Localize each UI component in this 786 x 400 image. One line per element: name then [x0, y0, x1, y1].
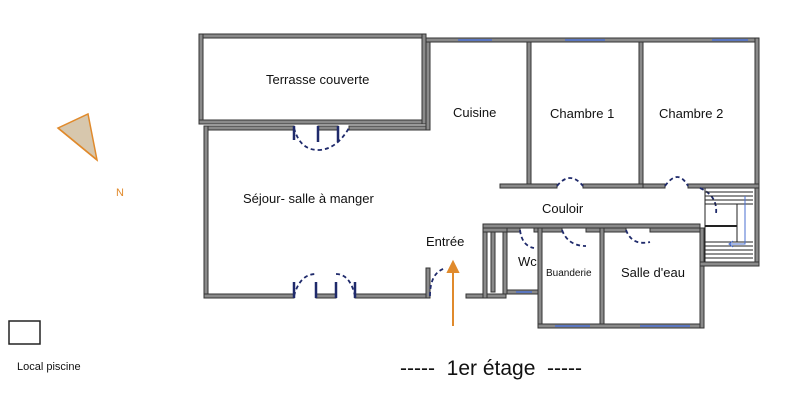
room-label-cuisine: Cuisine	[453, 105, 496, 120]
wall-buanderie-top-left	[541, 227, 563, 233]
wall-chambre1-chambre2	[638, 41, 644, 189]
wall-wc-right	[537, 227, 543, 329]
room-label-chambre2: Chambre 2	[659, 106, 723, 121]
wall-sejour-left	[203, 125, 209, 299]
room-label-terrasse: Terrasse couverte	[266, 72, 369, 87]
door-entree	[429, 267, 447, 297]
wall-placard-left	[490, 231, 496, 293]
compass-needle	[57, 127, 98, 161]
wall-wc-top	[506, 227, 521, 233]
wall-placard-right	[502, 231, 508, 295]
room-label-wc: Wc	[518, 254, 537, 269]
legend: Local piscine	[8, 320, 81, 373]
wall-cuisine-bottom	[499, 183, 558, 189]
wall-right-outer	[754, 37, 760, 189]
room-label-sejour: Séjour- salle à manger	[243, 191, 374, 206]
doors	[293, 127, 718, 297]
wall-terrasse-top	[198, 33, 427, 39]
door-sejour-bottom	[293, 273, 356, 297]
door-cuisine	[556, 177, 584, 187]
entrance-arrow-head	[446, 259, 460, 273]
door-posts	[292, 126, 357, 298]
floor-label: ----- 1er étage -----	[400, 357, 582, 380]
stair-arrows	[728, 196, 746, 248]
room-label-entree: Entrée	[426, 234, 464, 249]
wall-sejour-top-mid	[317, 125, 339, 131]
wall-entree-left-post	[425, 267, 431, 299]
wall-terrasse-bottom	[198, 119, 427, 125]
wall-placard-top	[482, 227, 508, 233]
entrance-arrow	[446, 259, 460, 326]
door-chambre2	[664, 176, 689, 187]
stair-arrow	[730, 196, 746, 245]
wall-sejour-top-left	[203, 125, 295, 131]
wall-sejour-top-right	[348, 125, 427, 131]
windows	[458, 39, 748, 327]
door-stair	[699, 187, 718, 215]
wall-buanderie-right	[599, 227, 605, 329]
wall-chambre1-bottom	[582, 183, 644, 189]
compass-arrow-icon	[56, 112, 99, 162]
door-buanderie	[561, 229, 587, 247]
wall-cuisine-chambre1	[526, 41, 532, 189]
wall-sejour-bottom-mid	[315, 293, 337, 299]
staircase	[704, 188, 753, 262]
wall-chambre2-bottom-right	[687, 183, 760, 189]
wall-stair-right	[754, 187, 760, 267]
room-label-salle-eau: Salle d'eau	[621, 265, 685, 280]
legend-piscine-swatch	[8, 320, 41, 345]
compass: N	[56, 112, 124, 199]
room-label-buanderie: Buanderie	[546, 268, 592, 279]
wall-terrasse-left	[198, 33, 204, 125]
stair-arrow-head	[728, 240, 734, 248]
wall-cuisine-left-stub	[425, 41, 431, 131]
wall-salle-eau-top-right	[649, 227, 705, 233]
wall-corridor-bottom-left	[482, 223, 701, 229]
wall-chambre2-bottom	[642, 183, 666, 189]
door-salle-eau	[625, 229, 651, 244]
door-terrasse	[293, 127, 350, 151]
wall-entree-pillar	[482, 227, 488, 299]
wall-sejour-bottom-right	[354, 293, 431, 299]
wall-salle-eau-top-left	[603, 227, 627, 233]
wall-salle-eau-right	[699, 227, 705, 329]
room-label-couloir: Couloir	[542, 201, 584, 216]
door-wc	[519, 229, 535, 249]
compass-north-label: N	[116, 187, 124, 199]
wall-terrasse-right	[421, 33, 427, 125]
legend-piscine-label: Local piscine	[17, 361, 81, 373]
wall-stair-bottom	[699, 261, 760, 267]
wall-sejour-bottom-left	[203, 293, 295, 299]
room-label-chambre1: Chambre 1	[550, 106, 614, 121]
